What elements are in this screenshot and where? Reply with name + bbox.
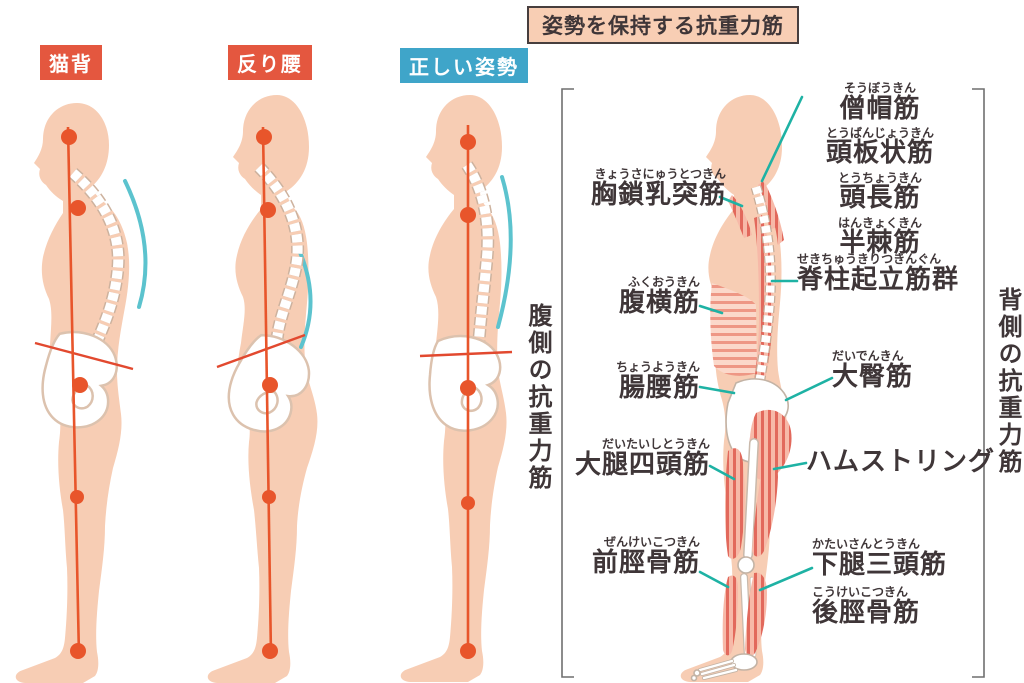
muscle-name: ハムストリング: [806, 446, 996, 476]
furigana: はんきょくきん: [837, 215, 922, 230]
muscle-name: 大臀筋: [832, 360, 914, 391]
furigana: そうぼうきん: [843, 81, 916, 95]
muscle-name: 半棘筋: [839, 227, 921, 258]
label-neck-muscle-stack: そうぼうきん 僧帽筋 とうばんじょうきん 頭板状筋 とうちょうきん 頭長筋 はん…: [790, 82, 970, 262]
knee-bone: [737, 556, 755, 574]
furigana: せきちゅうきりつきんぐん: [797, 252, 942, 266]
triceps-surae-muscle: [745, 572, 767, 657]
leader-tibialis: [698, 570, 730, 589]
leader-iliopsoas: [698, 385, 736, 395]
label-semispinalis: はんきょくきん 半棘筋: [790, 217, 970, 257]
leader-lines: [698, 95, 834, 592]
pelvis-tilt-line: [419, 350, 513, 358]
label-trapezius: そうぼうきん 僧帽筋: [790, 82, 970, 122]
antigravity-muscle-figure: [561, 88, 985, 682]
right-bracket: [972, 88, 985, 678]
label-splenius-capitis: とうばんじょうきん 頭板状筋: [790, 127, 970, 167]
correct-posture-figure: [400, 95, 513, 682]
diagram-title: 姿勢を保持する抗重力筋: [527, 6, 799, 44]
muscle-name: 頭板状筋: [825, 137, 934, 168]
splenius-muscle: [758, 181, 777, 230]
spine: [254, 162, 305, 375]
label-hamstring: ハムストリング: [806, 446, 996, 476]
leader-trapezius: [760, 95, 804, 183]
pelvis-tilt-line: [34, 341, 134, 371]
trapezius-muscle: [760, 183, 784, 245]
foot-bones: [690, 653, 758, 682]
muscle-name: 大腿四頭筋: [574, 448, 710, 479]
furigana: だいたいしとうきん: [601, 437, 710, 451]
label-longus-capitis: とうちょうきん 頭長筋: [790, 172, 970, 212]
leader-sternocleidomastoid: [718, 195, 744, 208]
muscle-name: 僧帽筋: [839, 92, 921, 123]
furigana: ぜんけいこつきん: [603, 535, 700, 549]
sternocleidomastoid-muscle: [728, 195, 752, 238]
muscle-name: 頭長筋: [839, 182, 921, 213]
tibialis-anterior-muscle: [722, 575, 738, 656]
furigana: こうけいこつきん: [812, 585, 909, 599]
muscle-name: 腸腰筋: [618, 371, 700, 402]
label-quadriceps: だいたいしとうきん 大腿四頭筋: [550, 438, 710, 478]
muscle-name: 前脛骨筋: [591, 546, 700, 577]
spine: [68, 168, 125, 354]
alignment-dots: [460, 134, 476, 659]
femur-bone: [743, 438, 759, 560]
furigana: だいでんきん: [832, 349, 904, 363]
posture-tag-swayback: 反り腰: [228, 45, 312, 80]
label-gluteus-maximus: だいでんきん 大臀筋: [832, 350, 913, 390]
label-tibialis-anterior: ぜんけいこつきん 前脛骨筋: [540, 536, 700, 576]
left-bracket: [561, 88, 574, 678]
dorsal-antigravity-label: 背側の抗重力筋: [994, 287, 1021, 476]
leader-gluteus: [784, 376, 834, 402]
leader-triceps-surae: [758, 566, 814, 592]
label-transversus-abdominis: ふくおうきん 腹横筋: [540, 276, 700, 316]
leader-transversus: [698, 304, 724, 315]
furigana: きょうさにゅうとつきん: [594, 167, 726, 181]
hamstring-muscle: [752, 454, 778, 557]
gluteus-maximus-muscle: [749, 409, 792, 481]
muscle-name: 下腿三頭筋: [812, 548, 948, 579]
label-erector-spinae: せきちゅうきりつきんぐん 脊柱起立筋群: [797, 253, 959, 293]
swayback-posture-figure: [207, 95, 322, 683]
back-curve-arc: [123, 179, 148, 309]
posture-tag-correct: 正しい姿勢: [400, 48, 528, 83]
back-curve-arc: [496, 175, 513, 329]
alignment-dots: [256, 129, 278, 659]
label-sternocleidomastoid: きょうさにゅうとつきん 胸鎖乳突筋: [536, 168, 726, 208]
pelvis-tilt-line: [216, 333, 306, 369]
leader-quadriceps: [708, 464, 736, 481]
muscle-name: 胸鎖乳突筋: [590, 178, 726, 209]
muscle-name: 後脛骨筋: [812, 596, 921, 627]
label-iliopsoas: ちょうようきん 腸腰筋: [540, 361, 700, 401]
label-triceps-surae: かたいさんとうきん 下腿三頭筋: [812, 538, 947, 578]
furigana: ちょうようきん: [615, 360, 700, 374]
furigana: とうちょうきん: [837, 170, 922, 185]
spine: [461, 161, 495, 354]
hunched-posture-figure: [15, 103, 148, 683]
posture-tag-hunched: 猫背: [40, 45, 102, 80]
alignment-dots: [61, 129, 88, 659]
ventral-antigravity-label: 腹側の抗重力筋: [524, 303, 551, 492]
label-tibialis-posterior: こうけいこつきん 後脛骨筋: [812, 586, 920, 626]
furigana: ふくおうきん: [627, 275, 700, 289]
muscle-name: 脊柱起立筋群: [797, 263, 960, 294]
plumb-line: [66, 126, 81, 658]
muscle-name: 腹横筋: [618, 286, 700, 317]
furigana: かたいさんとうきん: [812, 537, 921, 551]
furigana: とうばんじょうきん: [825, 125, 934, 140]
leader-hamstring: [772, 461, 808, 471]
transversus-abdominis-muscle: [710, 283, 757, 376]
